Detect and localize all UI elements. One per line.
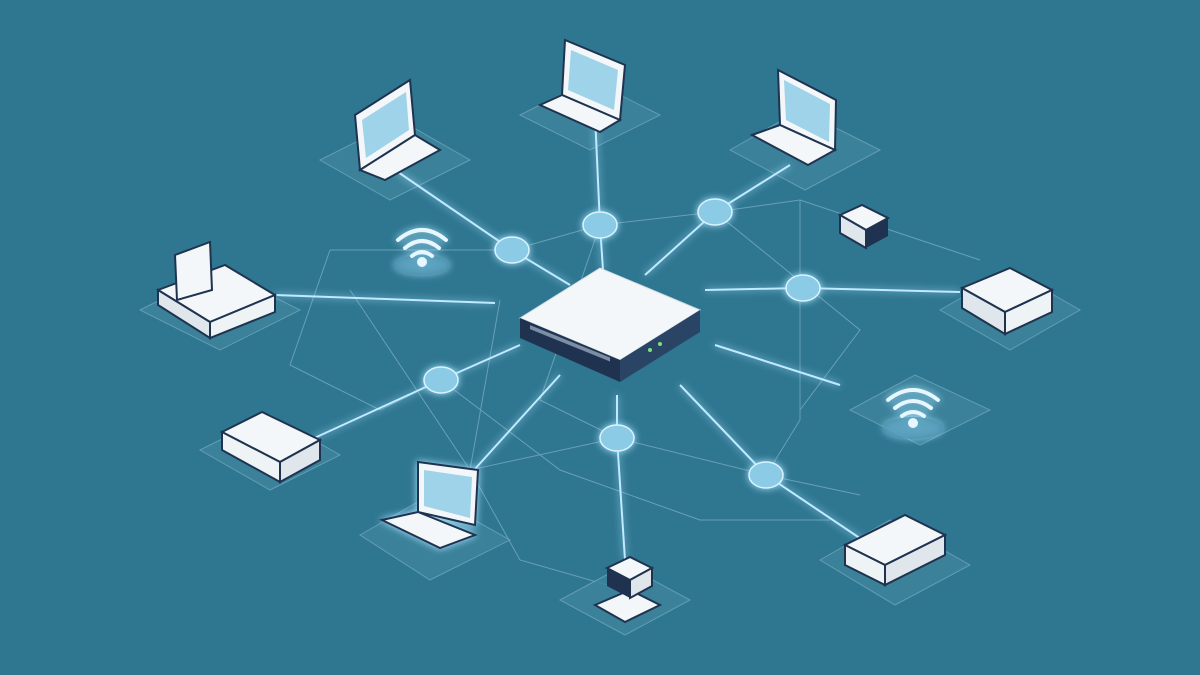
hub-nodes [423,198,821,489]
laptop-bottom-left[interactable] [378,460,480,550]
laptop-top-left[interactable] [353,78,443,182]
switch-ports-icon [530,325,610,362]
hub-node[interactable] [423,366,459,394]
server-right[interactable] [959,266,1055,336]
router-left[interactable] [219,410,323,484]
hub-node[interactable] [697,198,733,226]
hub-node[interactable] [748,461,784,489]
wifi-right[interactable] [883,388,943,439]
storage-box[interactable] [837,203,891,250]
printer[interactable] [155,240,278,340]
hub-node[interactable] [599,424,635,452]
hub-node[interactable] [582,211,618,239]
laptop-top[interactable] [537,38,627,134]
central-switch[interactable] [518,267,702,382]
iot-device-bottom[interactable] [592,555,663,624]
hub-node[interactable] [785,274,821,302]
router-bottom-right[interactable] [842,513,948,587]
laptop-top-right[interactable] [749,68,838,167]
hub-node[interactable] [494,236,530,264]
wifi-left[interactable] [394,228,450,275]
